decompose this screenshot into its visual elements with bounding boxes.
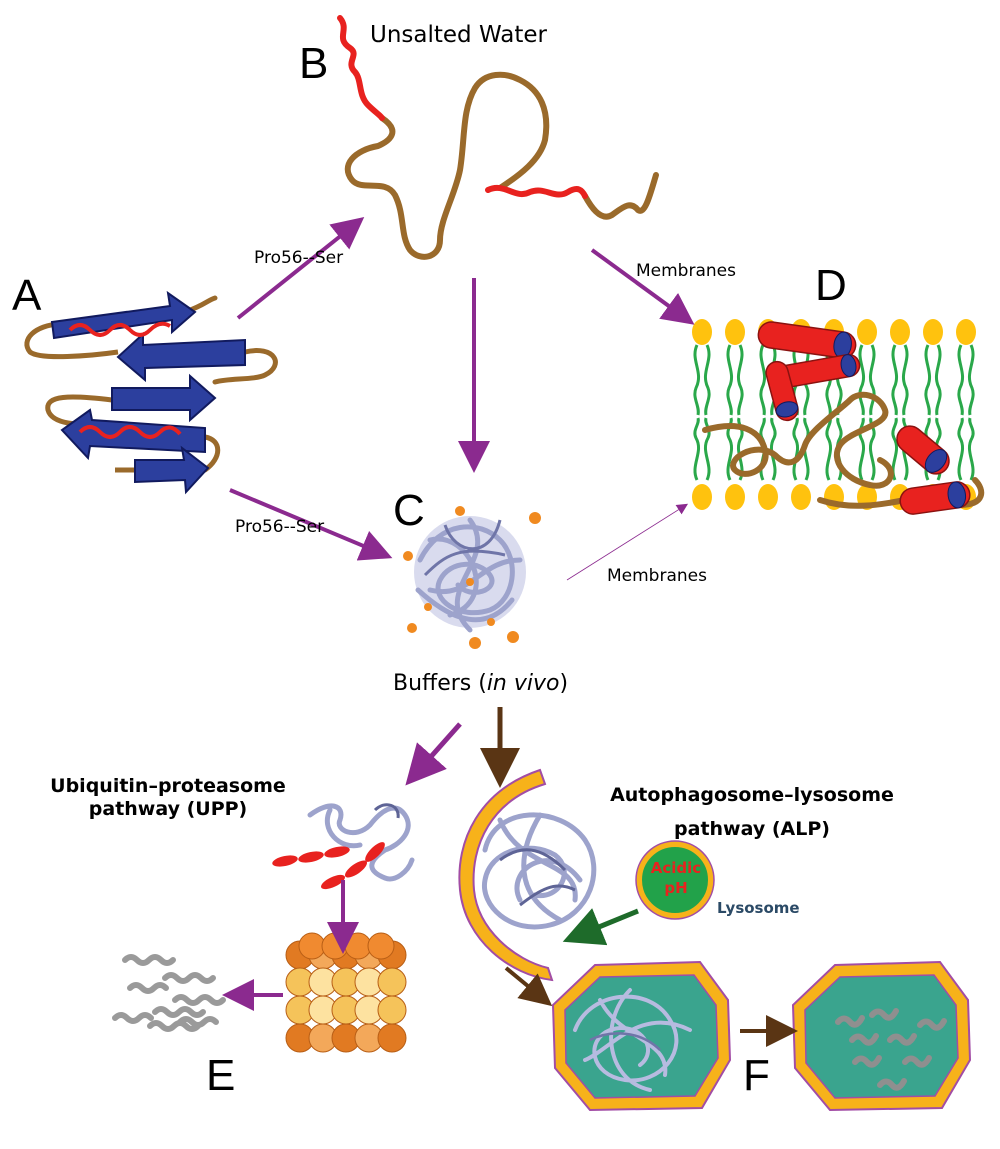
mutation-label-bottom: Pro56--Ser [235,517,324,537]
unfolded-protein-b [337,15,659,260]
proteasome [285,932,407,1053]
arrow-phagophore-to-autolysosome [504,966,553,1007]
acidic-label: Acidic [651,859,701,877]
autolysosome [551,960,732,1112]
panel-label-e: E [206,1051,235,1100]
membranes-label-top: Membranes [636,261,736,281]
alp-title-line1: Autophagosome–lysosome [610,784,894,806]
panel-label-c: C [393,486,425,535]
panel-label-f: F [743,1051,770,1100]
panel-label-a: A [12,271,42,320]
arrow-a-to-c [229,488,393,561]
arrow-c-to-upp [405,722,462,786]
ph-label: pH [664,879,687,897]
arrow-c-to-d [566,503,689,581]
native-protein-structure-a [24,290,278,495]
buffers-label: Buffers (in vivo) [393,671,568,696]
panel-label-b: B [299,39,328,88]
arrow-a-to-b [236,217,365,320]
mutation-label-top: Pro56--Ser [254,248,343,268]
unsalted-water-label: Unsalted Water [370,22,547,48]
arrow-lysosome-to-phagophore [562,908,639,946]
lysosome-label: Lysosome [717,899,800,917]
degraded-vesicle [791,960,972,1112]
upp-protein-ubiquitin [272,803,415,890]
panel-label-d: D [815,261,847,310]
lysosome: Acidic pH Lysosome [635,840,800,920]
upp-title-line2: pathway (UPP) [89,798,247,820]
phagophore [458,768,597,982]
upp-title-line1: Ubiquitin–proteasome [50,775,286,797]
membrane-bilayer-d [692,319,985,515]
peptide-fragments-e [112,954,226,1032]
arrows [222,217,798,1047]
aggregated-protein-c [403,506,541,649]
arrow-b-to-d [590,248,695,325]
membranes-label-bottom: Membranes [607,566,707,586]
alp-title-line2: pathway (ALP) [674,818,830,840]
